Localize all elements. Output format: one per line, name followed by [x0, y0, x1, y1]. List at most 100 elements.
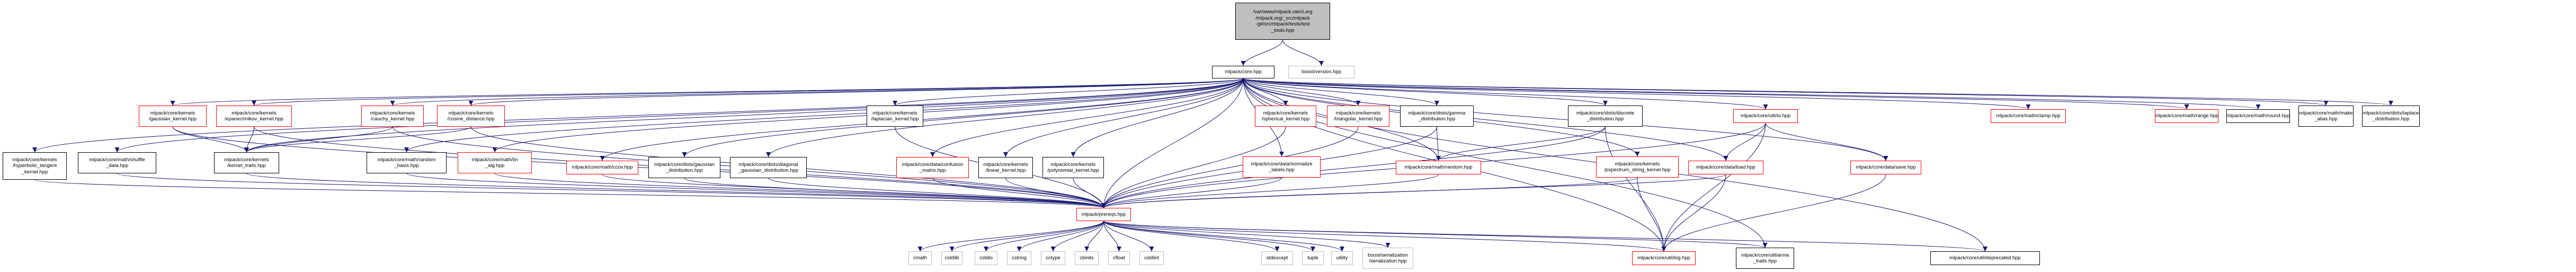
edge-core-to-cosine-distance [469, 78, 1244, 106]
edge-random-to-prereqs [1101, 174, 1439, 208]
node-core[interactable]: mlpack/core.hpp [1212, 66, 1274, 78]
node-epanechnikov-kernel[interactable]: mlpack/core/kernels /epanechnikov_kernel… [216, 106, 292, 127]
node-label: cstring [1012, 255, 1027, 261]
node-label: mlpack/core/math/lin _alg.hpp [471, 156, 518, 169]
edge-load-to-prereqs [1101, 174, 1726, 208]
edge-core-to-shuffle-data [114, 78, 1244, 153]
node-hyperbolic-tangent-kernel[interactable]: mlpack/core/kernels /hyperbolic_tangent … [3, 152, 67, 180]
edge-prereqs-to-cmath [917, 221, 1104, 252]
node-random[interactable]: mlpack/core/math/random.hpp [1396, 161, 1481, 174]
node-spherical-kernel[interactable]: mlpack/core/kernels /spherical_kernel.hp… [1255, 106, 1316, 127]
node-label: boost/serialization /serialization.hpp [1367, 252, 1409, 265]
node-label: cfloat [1113, 255, 1125, 261]
node-cstdint: cstdint [1139, 251, 1164, 265]
edge-prereqs-to-cstring [1017, 221, 1104, 252]
edge-hyperbolic-tangent-kernel-to-prereqs [34, 179, 1106, 208]
node-lin-alg[interactable]: mlpack/core/math/lin _alg.hpp [458, 152, 532, 173]
node-label: climits [1080, 255, 1094, 261]
node-laplace-distribution[interactable]: mlpack/core/dists/laplace _distribution.… [2362, 106, 2420, 127]
node-label: mlpack/core/kernels /linear_kernel.hpp [983, 161, 1028, 174]
node-label: mlpack/prereqs.hpp [1081, 211, 1126, 217]
node-triangular-kernel[interactable]: mlpack/core/kernels /triangular_kernel.h… [1327, 106, 1389, 127]
edge-triangular-kernel-to-prereqs [1101, 126, 1359, 208]
node-prereqs[interactable]: mlpack/prereqs.hpp [1076, 208, 1131, 221]
node-gamma-distribution[interactable]: mlpack/core/dists/gamma _distribution.hp… [1400, 106, 1474, 127]
node-cctype: cctype [1041, 251, 1065, 265]
node-arma-traits[interactable]: mlpack/core/util/arma _traits.hpp [1736, 248, 1794, 269]
node-gaussian-distribution[interactable]: mlpack/core/dists/gaussian _distribution… [648, 157, 720, 178]
node-label: mlpack/core/kernels /gaussian_kernel.hpp [148, 110, 197, 122]
node-label: mlpack/core/math/clamp.hpp [1996, 113, 2061, 119]
edge-normalize-labels-to-prereqs [1101, 177, 1282, 208]
edge-prereqs-to-boost-serialization [1103, 221, 1390, 248]
node-gaussian-kernel[interactable]: mlpack/core/kernels /gaussian_kernel.hpp [139, 106, 207, 127]
node-range[interactable]: mlpack/core/math/range.hpp [2155, 109, 2218, 123]
edge-core-to-laplacian-kernel [893, 78, 1244, 106]
node-log[interactable]: mlpack/core/util/log.hpp [1632, 251, 1696, 265]
edge-core-to-confusion-matrix [930, 78, 1244, 157]
node-label: mlpack/core/util/arma _traits.hpp [1741, 252, 1789, 265]
edge-prereqs-to-tuple [1103, 221, 1315, 252]
node-label: mlpack/core/kernels /cosine_distance.hpp [447, 110, 495, 122]
node-clamp[interactable]: mlpack/core/math/clamp.hpp [1991, 109, 2066, 123]
node-io[interactable]: mlpack/core/util/io.hpp [1733, 109, 1798, 123]
node-label: utility [1336, 255, 1348, 261]
node-shuffle-data[interactable]: mlpack/core/math/shuffle _data.hpp [78, 152, 156, 173]
edge-pspectrum-string-kernel-to-log [1637, 177, 1666, 252]
node-round[interactable]: mlpack/core/math/round.hpp [2226, 109, 2290, 123]
node-discrete-distribution[interactable]: mlpack/core/dists/discrete _distribution… [1568, 106, 1643, 127]
node-random-basis[interactable]: mlpack/core/math/random _basis.hpp [367, 152, 447, 173]
edge-linear-kernel-to-prereqs [1005, 178, 1106, 208]
node-label: cmath [913, 255, 927, 261]
node-make-alias[interactable]: mlpack/core/math/make _alias.hpp [2298, 106, 2354, 127]
node-cosine-distance[interactable]: mlpack/core/kernels /cosine_distance.hpp [437, 106, 505, 127]
node-normalize-labels[interactable]: mlpack/core/data/normalize _labels.hpp [1243, 156, 1321, 178]
node-label: mlpack/core/util/log.hpp [1637, 255, 1690, 261]
node-label: mlpack/core/kernels /epanechnikov_kernel… [225, 110, 283, 122]
node-label: cctype [1046, 255, 1060, 261]
edge-root-to-boost-version [1282, 39, 1324, 66]
edge-shuffle-data-to-prereqs [117, 173, 1106, 208]
node-label: mlpack/core/util/deprecated.hpp [1949, 255, 2021, 261]
node-kernel-traits[interactable]: mlpack/core/kernels /kernel_traits.hpp [214, 152, 279, 173]
edge-prereqs-to-log [1103, 221, 1666, 252]
edge-diagonal-gaussian-distribution-to-prereqs [768, 178, 1106, 208]
edge-io-to-save [1765, 122, 1888, 161]
edge-core-to-diagonal-gaussian-distribution [766, 78, 1244, 157]
node-label: mlpack/core/dists/laplace _distribution.… [2363, 110, 2419, 122]
node-linear-kernel[interactable]: mlpack/core/kernels /linear_kernel.hpp [978, 157, 1033, 178]
edge-core-to-round [1243, 78, 2260, 110]
node-label: mlpack/core/math/range.hpp [2154, 113, 2219, 119]
node-label: mlpack/core/data/normalize _labels.hpp [1251, 161, 1313, 173]
node-label: mlpack/core/data/load.hpp [1696, 164, 1755, 171]
node-boost-version: boost/version.hpp [1288, 66, 1354, 78]
edge-core-to-random-basis [404, 78, 1244, 153]
node-label: mlpack/core/math/shuffle _data.hpp [89, 156, 145, 169]
node-label: mlpack/core/kernels /pspectrum_string_ke… [1604, 161, 1671, 173]
node-deprecated[interactable]: mlpack/core/util/deprecated.hpp [1930, 251, 2040, 265]
edge-core-to-arma-traits [1243, 78, 1768, 248]
node-load[interactable]: mlpack/core/data/load.hpp [1688, 161, 1763, 174]
node-label: mlpack/core/math/random _basis.hpp [377, 156, 436, 169]
node-label: mlpack/core/math/random.hpp [1404, 164, 1473, 171]
node-save[interactable]: mlpack/core/data/save.hpp [1850, 161, 1921, 174]
node-polynomial-kernel[interactable]: mlpack/core/kernels /polynomial_kernel.h… [1042, 157, 1104, 178]
node-diagonal-gaussian-distribution[interactable]: mlpack/core/dists/diagonal _gaussian_dis… [730, 157, 807, 178]
node-tuple: tuple [1302, 251, 1324, 265]
edge-core-to-clamp [1243, 78, 2030, 110]
node-label: cstdio [979, 255, 993, 261]
node-utility: utility [1331, 251, 1353, 265]
node-label: mlpack/core/data/save.hpp [1856, 164, 1916, 171]
node-laplacian-kernel[interactable]: mlpack/core/kernels /laplacian_kernel.hp… [867, 106, 923, 127]
node-label: mlpack/core/dists/gamma _distribution.hp… [1408, 110, 1466, 122]
edge-prereqs-to-cfloat [1103, 221, 1121, 252]
node-cauchy-kernel[interactable]: mlpack/core/kernels /cauchy_kernel.hpp [361, 106, 424, 127]
node-cfloat: cfloat [1108, 251, 1130, 265]
node-ccov[interactable]: mlpack/core/math/ccov.hpp [566, 161, 638, 174]
node-confusion-matrix[interactable]: mlpack/core/data/confusion _matrix.hpp [896, 157, 969, 178]
node-cstring: cstring [1007, 251, 1031, 265]
node-cstdlib: cstdlib [941, 251, 962, 265]
node-pspectrum-string-kernel[interactable]: mlpack/core/kernels /pspectrum_string_ke… [1596, 156, 1679, 178]
edge-core-to-cauchy-kernel [390, 78, 1244, 106]
edge-discrete-distribution-to-log [1605, 126, 1666, 252]
